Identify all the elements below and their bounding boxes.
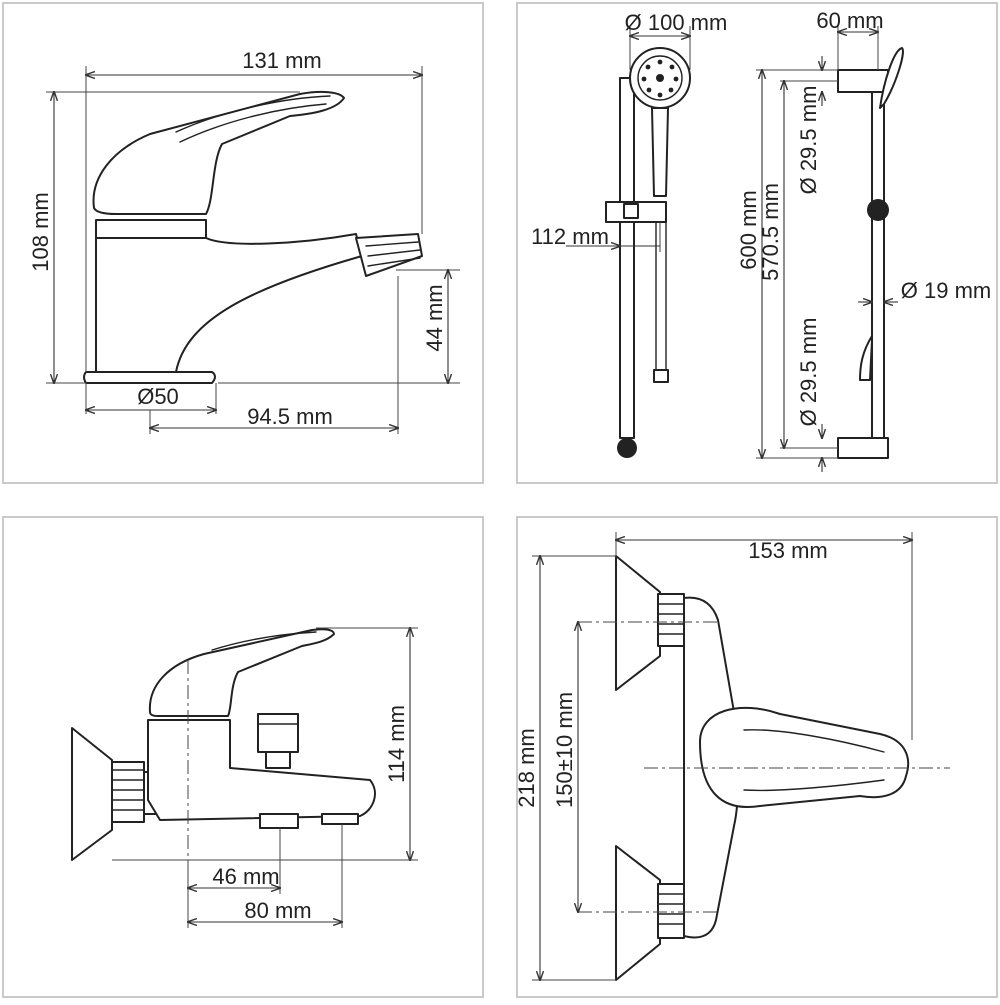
holder-knob [623,203,639,219]
lever-highlight-line [175,95,331,133]
bath-mixer-side-drawing [71,628,376,870]
hose-connector [653,369,669,383]
height-dimension-label: 108 mm [28,192,53,271]
shower-handle [651,107,669,197]
outlet-distance-label: 46 mm [212,864,279,889]
side-holder-knob [867,199,889,221]
panel-bath-mixer-top: 153 mm 218 mm 150±10 mm [514,516,998,998]
mixer-depth-label: 153 mm [748,538,827,563]
mixer-lever-top-view [699,706,910,808]
upper-connector-nut [657,593,685,647]
shower-head-ring [637,55,683,101]
panel-bath-mixer-side: 114 mm 46 mm 80 mm [2,516,484,998]
lower-connector-nut [657,883,685,939]
diverter-stem [265,751,291,769]
reach-dimension-label: 94.5 mm [247,404,333,429]
faucet-collar [95,219,207,239]
head-diameter-label: Ø 100 mm [625,10,728,35]
shower-set-dimensions: Ø 100 mm 60 mm 112 mm 600 mm 570.5 mm Ø … [531,8,991,472]
bottom-wall-bracket [837,437,889,459]
lever-contour-lines [743,729,885,792]
holder-offset-label: 112 mm [531,224,609,249]
bath-mixer-top-dimensions: 153 mm 218 mm 150±10 mm [514,532,912,980]
lever-highlight-line [211,631,317,651]
bath-spout-outlet [321,813,359,825]
diverter-knob [257,713,299,753]
bath-mixer-lever [148,628,335,717]
hand-shower-outlet [259,813,299,829]
spout-height-dimension-label: 44 mm [422,284,447,351]
total-length-label: 600 mm [736,190,761,269]
top-wall-bracket [837,69,889,93]
bracket-offset-label: 60 mm [816,8,883,33]
panel-frame [516,2,998,484]
shower-set-side-view [837,47,904,459]
center-distance-label: 150±10 mm [552,692,577,808]
panel-basin-faucet: 131 mm 108 mm 44 mm Ø50 94.5 mm [2,2,484,484]
slide-rail [619,77,635,439]
shower-hose [655,221,667,373]
side-hose-connector [859,335,873,381]
basin-faucet-dimensions: 131 mm 108 mm 44 mm Ø50 94.5 mm [28,48,460,434]
mount-spacing-label: 570.5 mm [758,183,783,281]
bottom-bracket-diameter-label: Ø 29.5 mm [796,318,821,427]
total-width-label: 218 mm [514,728,539,807]
top-bracket-diameter-label: Ø 29.5 mm [796,86,821,195]
upper-wall-flange [615,555,661,691]
faucet-lever-handle [92,90,345,215]
shower-set-front-view [605,47,691,458]
base-diameter-label: Ø50 [137,384,179,409]
shower-head-nozzles [641,59,679,98]
rail-end-cap [617,438,637,458]
mixer-height-label: 114 mm [384,705,409,783]
side-slide-rail [871,91,885,439]
aerator-grooves [365,241,421,267]
bath-mixer-top-drawing [578,555,950,981]
rail-diameter-label: Ø 19 mm [901,278,991,303]
basin-faucet-drawing [83,90,423,384]
mixer-connector-nut [111,761,145,823]
wall-flange [71,727,113,861]
width-dimension-label: 131 mm [242,48,321,73]
nut-threads [111,769,145,811]
lower-wall-flange [615,845,661,981]
panel-shower-set: Ø 100 mm 60 mm 112 mm 600 mm 570.5 mm Ø … [516,2,998,484]
spout-distance-label: 80 mm [244,898,311,923]
side-shower-head [879,47,904,109]
lever-highlight-line [179,103,327,143]
bath-mixer-side-dimensions: 114 mm 46 mm 80 mm [112,628,418,928]
faucet-base-plate [83,371,216,384]
